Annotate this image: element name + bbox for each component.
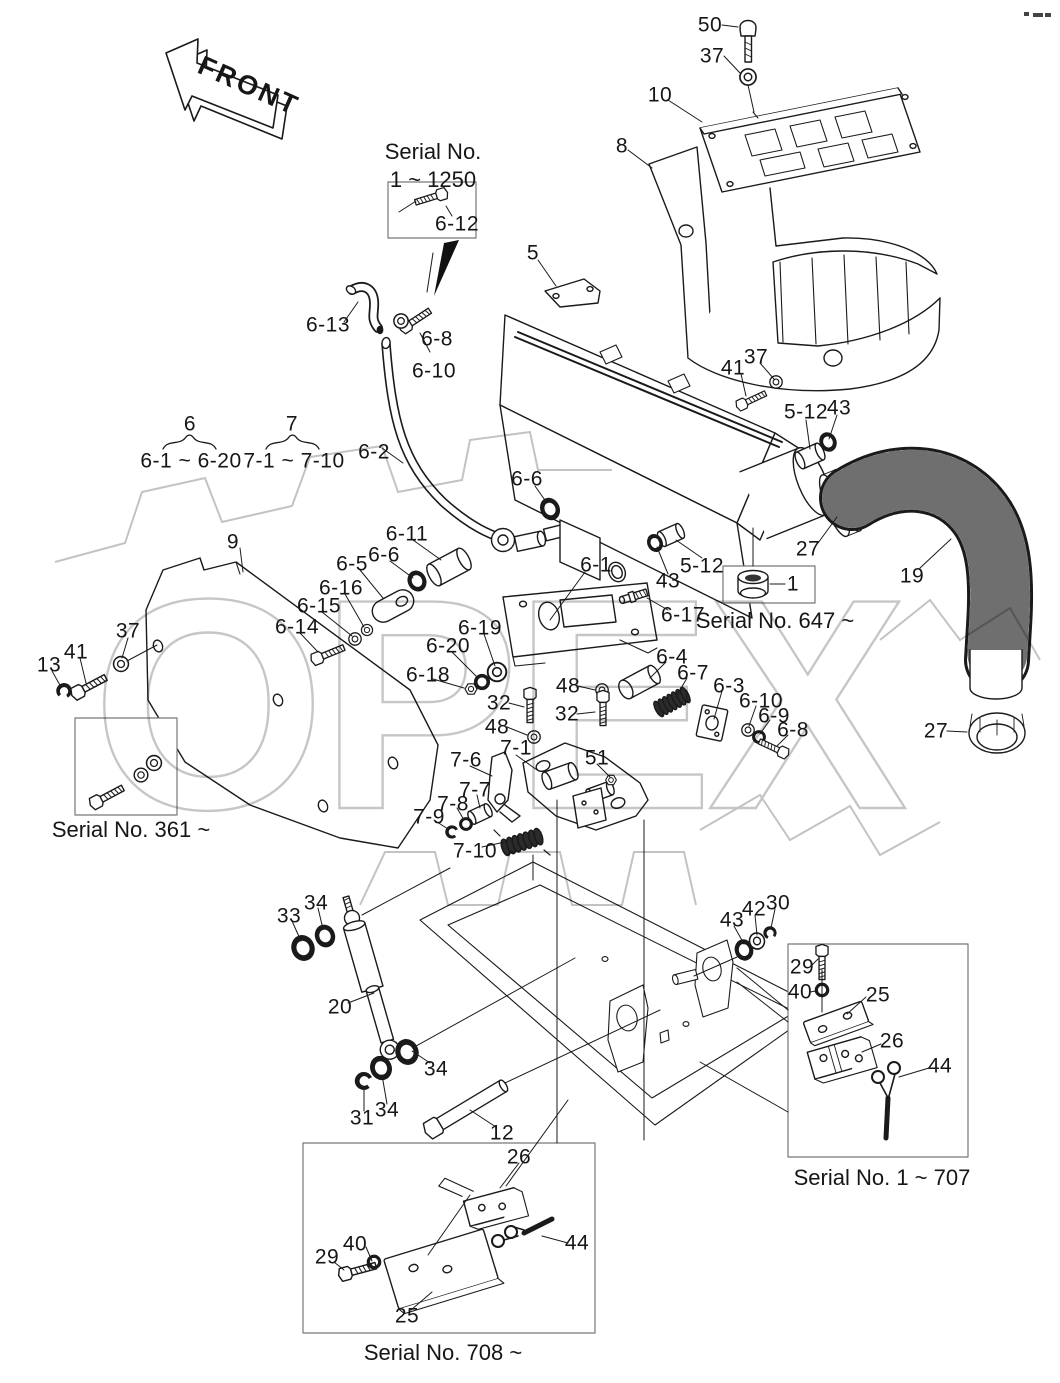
part-lever-7-6 — [487, 751, 521, 823]
part-bushing-5-12-upper — [794, 442, 826, 470]
part-washer-6-10-upper — [393, 313, 409, 329]
part-bolt-12 — [422, 1079, 509, 1140]
part-support-5 — [499, 278, 832, 619]
part-screw-6-12 — [398, 186, 453, 217]
part-screw-50 — [739, 19, 757, 63]
leader-lines — [51, 24, 968, 1311]
part-washer-37-top — [739, 68, 757, 86]
part-oring-33 — [291, 935, 315, 960]
part-plate-6-1 — [502, 582, 658, 667]
watermark: OPEX — [54, 430, 1041, 906]
part-bracket-7-1 — [522, 742, 649, 831]
part-tube-6-2 — [381, 336, 506, 543]
part-handle-6-13 — [345, 282, 384, 335]
corner-artifact — [1024, 12, 1051, 17]
front-arrow-icon — [165, 38, 288, 140]
part-plate-6-3 — [695, 704, 729, 742]
part-oring-34-right — [395, 1039, 419, 1064]
serial-box-708 — [302, 1142, 596, 1334]
part-bolt-41-tank — [733, 387, 769, 413]
part-plate-25-e — [802, 1000, 874, 1047]
part-switch-26-e — [806, 1036, 878, 1084]
part-ring-27-lower — [968, 712, 1026, 754]
part-plate-25-d — [383, 1228, 505, 1315]
part-gas-spring-20 — [342, 895, 400, 1060]
part-wire-44-e — [871, 1061, 901, 1141]
part-hose-19 — [819, 446, 1034, 700]
part-bracket-9 — [145, 557, 439, 849]
part-clip-30 — [761, 924, 779, 941]
part-elbow-6-11-joint — [490, 522, 575, 553]
part-bushing-7-7 — [467, 803, 493, 825]
pointer-wedge — [434, 240, 459, 296]
part-cover-8 — [648, 146, 941, 392]
part-frame — [419, 861, 821, 1126]
part-clip-31 — [351, 1068, 375, 1093]
part-clamp-6-5 — [371, 589, 415, 623]
part-plate-10 — [699, 87, 921, 193]
part-oring-34-top — [315, 925, 336, 947]
part-grommet-1 — [737, 569, 769, 599]
part-plug-6-4 — [618, 664, 661, 700]
part-switch-26-d — [438, 1177, 530, 1230]
part-washer-37-tank — [769, 375, 783, 389]
watermark-text: OPEX — [92, 536, 909, 872]
part-stud-6-17 — [618, 588, 649, 605]
part-wire-44-d — [491, 1216, 555, 1248]
group-braces — [162, 434, 320, 450]
part-spacer-6-11 — [426, 547, 472, 587]
